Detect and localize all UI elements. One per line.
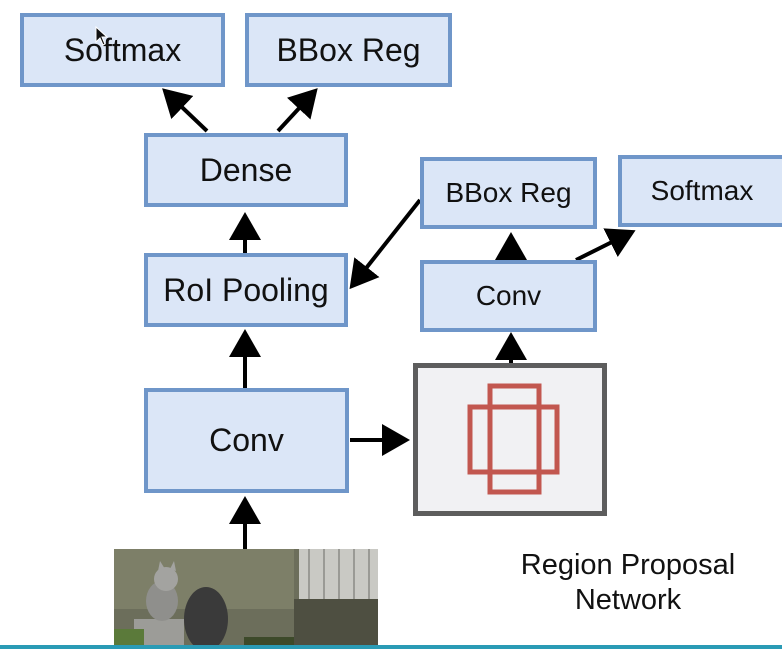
conv-label-rpn: Conv: [475, 280, 542, 311]
conv-box-main: Conv: [144, 388, 349, 493]
softmax-box-rpn: Softmax: [618, 155, 782, 227]
cat-photo: [114, 549, 378, 649]
dense-box: Dense: [144, 133, 348, 207]
rpn-module: [413, 363, 607, 516]
softmax-box-top: Softmax: [20, 13, 225, 87]
conv-label-main: Conv: [209, 422, 284, 458]
dense-label: Dense: [199, 151, 293, 188]
bbox-reg-box-top: BBox Reg: [245, 13, 452, 87]
rpn-caption-line1: Region Proposal: [520, 549, 736, 581]
softmax-label-top: Softmax: [63, 31, 182, 68]
arrow-dense-to-bbox-reg: [276, 88, 318, 133]
arrow-bbox-to-roi: [349, 198, 422, 290]
softmax-label-rpn: Softmax: [650, 175, 754, 206]
rpn-caption: Region Proposal Network: [493, 548, 763, 618]
arrow-dense-to-softmax: [162, 88, 209, 133]
roi-pooling-box: RoI Pooling: [144, 253, 348, 327]
mouse-cursor-icon: [95, 26, 109, 46]
conv-box-rpn: Conv: [420, 260, 597, 332]
bbox-reg-label-rpn: BBox Reg: [445, 177, 572, 208]
roi-pooling-label: RoI Pooling: [163, 271, 329, 308]
bbox-reg-box-rpn: BBox Reg: [420, 157, 597, 229]
cat-photo-illustration: [114, 549, 378, 649]
overlapping-boxes-icon: [467, 383, 560, 495]
rpn-caption-line2: Network: [574, 584, 682, 616]
arrow-rpnconv-to-softmax: [575, 228, 636, 262]
bbox-reg-label-top: BBox Reg: [276, 31, 421, 68]
bottom-accent-line: [0, 645, 782, 649]
